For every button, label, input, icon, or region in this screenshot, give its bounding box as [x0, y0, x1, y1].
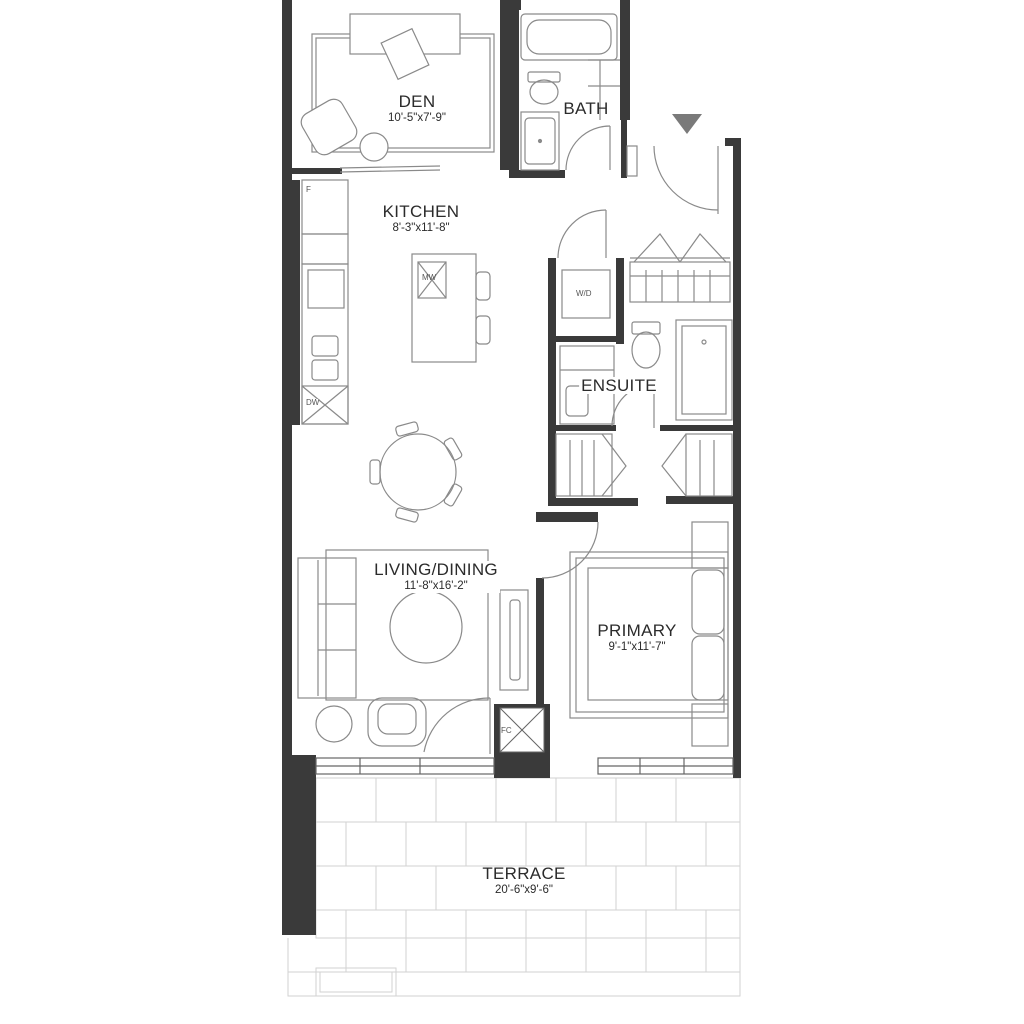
dishwasher-label: DW — [306, 398, 320, 407]
room-living-label: LIVING/DINING 11'-8"x16'-2" — [372, 561, 500, 593]
room-den-name: DEN — [398, 92, 436, 111]
room-kitchen-label: KITCHEN 8'-3"x11'-8" — [383, 203, 460, 235]
room-bath-name: BATH — [563, 99, 609, 118]
room-primary-name: PRIMARY — [597, 621, 677, 640]
entry-arrow-icon — [672, 114, 702, 134]
microwave-label: MW — [422, 273, 437, 282]
fridge-label: F — [306, 185, 311, 194]
windows — [315, 757, 734, 775]
walls — [282, 0, 741, 935]
room-den-label: DEN 10'-5"x7'-9" — [388, 93, 446, 125]
terrace-paving — [287, 777, 741, 997]
room-ensuite-name: ENSUITE — [581, 376, 657, 395]
room-primary-label: PRIMARY 9'-1"x11'-7" — [595, 621, 679, 654]
fan-coil-label: FC — [501, 726, 512, 735]
washer-dryer-label: W/D — [576, 289, 592, 298]
room-den-dims: 10'-5"x7'-9" — [388, 112, 446, 124]
room-kitchen-dims: 8'-3"x11'-8" — [392, 222, 450, 234]
room-primary-dims: 9'-1"x11'-7" — [608, 641, 666, 653]
room-living-dims: 11'-8"x16'-2" — [404, 580, 468, 592]
fixtures — [297, 13, 733, 754]
room-kitchen-name: KITCHEN — [382, 202, 460, 221]
room-terrace-dims: 20'-6"x9'-6" — [495, 884, 553, 896]
room-terrace-label: TERRACE 20'-6"x9'-6" — [482, 865, 565, 897]
room-ensuite-label: ENSUITE — [579, 377, 659, 394]
room-terrace-name: TERRACE — [482, 864, 566, 883]
room-living-name: LIVING/DINING — [374, 560, 498, 579]
room-bath-label: BATH — [563, 100, 608, 117]
